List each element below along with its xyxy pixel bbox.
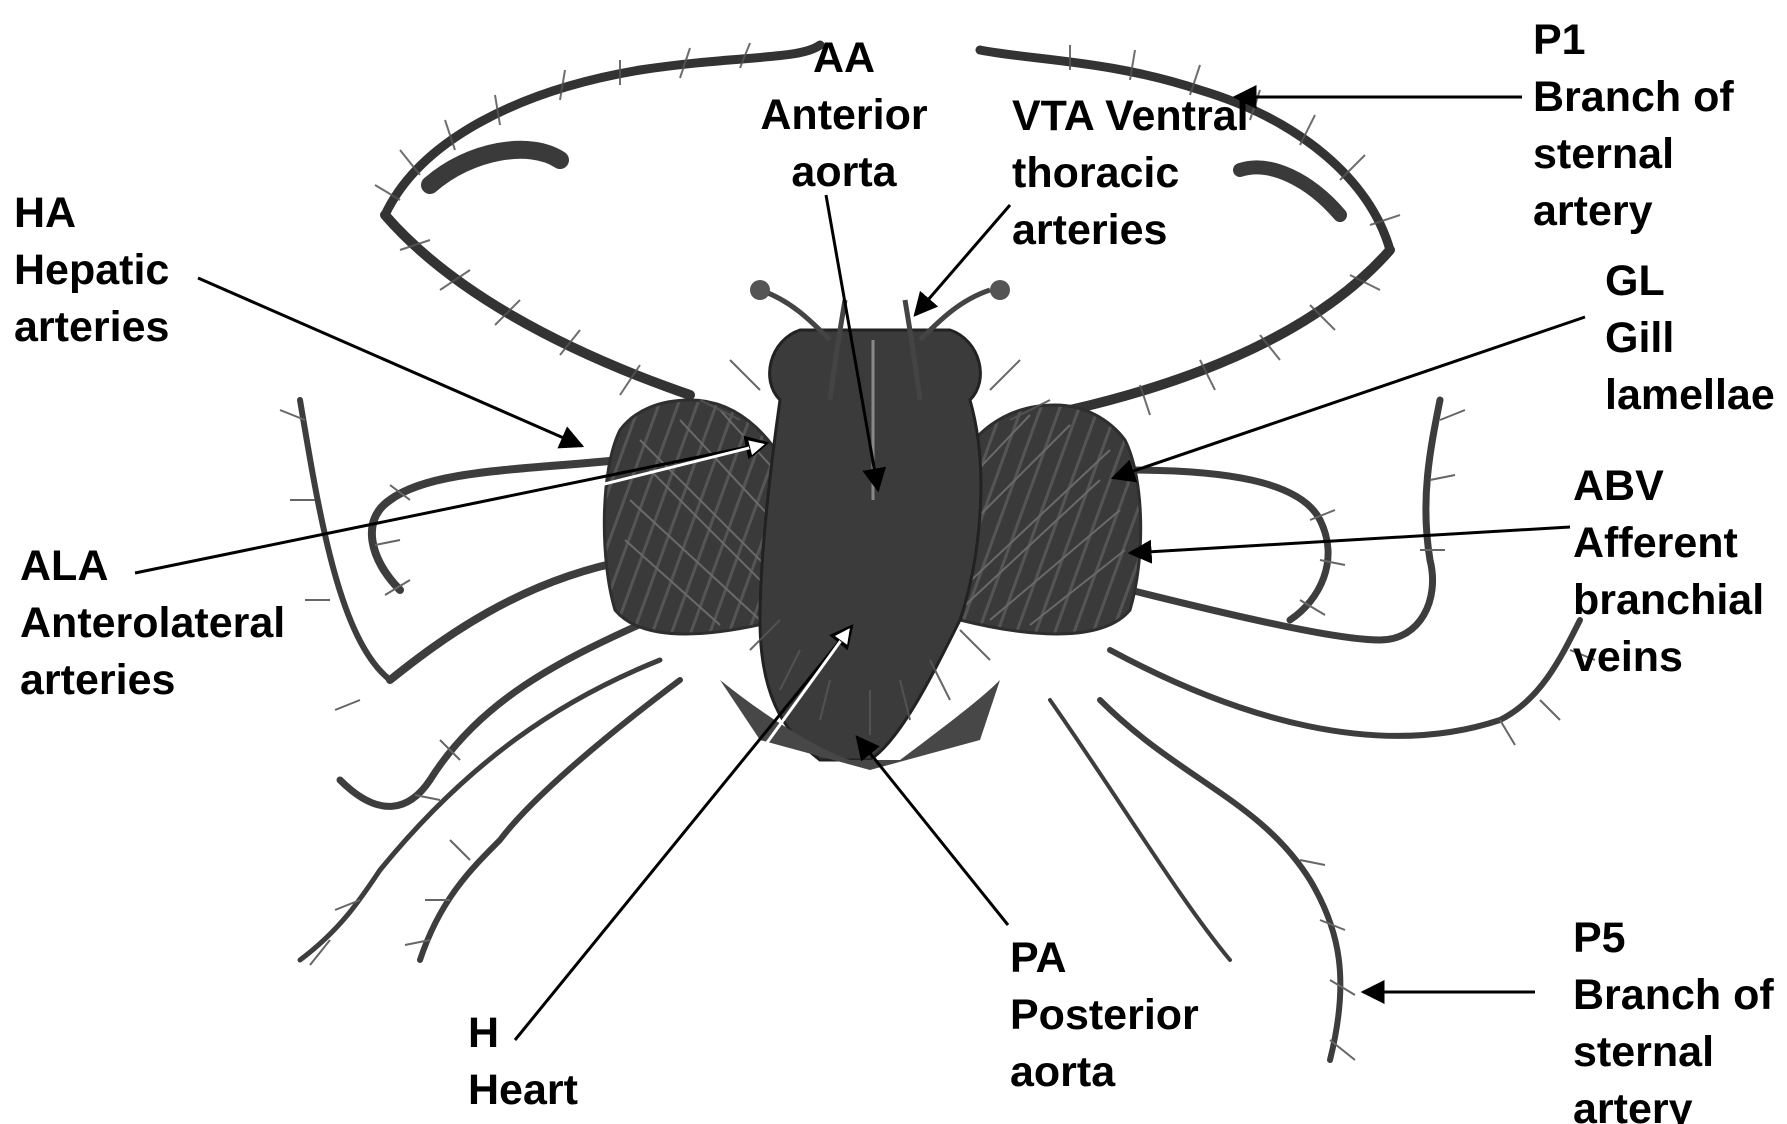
label-p5-line3: artery (1573, 1081, 1774, 1124)
label-ala-code: ALA (20, 538, 285, 595)
label-p1-line2: sternal (1533, 126, 1734, 183)
label-abv-code: ABV (1573, 458, 1764, 515)
label-gl: GL Gill lamellae (1605, 253, 1775, 424)
arrow-pa (857, 737, 1008, 925)
label-p1: P1 Branch of sternal artery (1533, 12, 1734, 240)
label-vta-line3: arteries (1012, 202, 1249, 259)
label-ha-line1: Hepatic (14, 242, 169, 299)
label-aa-code: AA (744, 30, 944, 87)
label-pa: PA Posterior aorta (1010, 930, 1199, 1101)
central-body-core (720, 280, 1010, 770)
label-h-code: H (468, 1005, 578, 1062)
label-gl-line1: Gill (1605, 310, 1775, 367)
label-ala-line1: Anterolateral (20, 595, 285, 652)
label-ala: ALA Anterolateral arteries (20, 538, 285, 709)
label-ha-line2: arteries (14, 299, 169, 356)
label-p1-line1: Branch of (1533, 69, 1734, 126)
label-p5: P5 Branch of sternal artery (1573, 910, 1774, 1124)
label-gl-code: GL (1605, 253, 1775, 310)
label-abv-line1: Afferent (1573, 515, 1764, 572)
label-vta-line1: VTA Ventral (1012, 88, 1249, 145)
label-pa-line2: aorta (1010, 1044, 1199, 1101)
label-pa-line1: Posterior (1010, 987, 1199, 1044)
arrow-gl (1113, 317, 1585, 478)
label-p1-line3: artery (1533, 183, 1734, 240)
label-p1-code: P1 (1533, 12, 1734, 69)
arrow-abv (1130, 527, 1570, 553)
label-abv-line2: branchial (1573, 572, 1764, 629)
label-p5-code: P5 (1573, 910, 1774, 967)
label-ala-line2: arteries (20, 652, 285, 709)
label-abv: ABV Afferent branchial veins (1573, 458, 1764, 686)
label-pa-code: PA (1010, 930, 1199, 987)
arrow-h (515, 626, 852, 1040)
label-ha: HA Hepatic arteries (14, 185, 169, 356)
arrow-ha (198, 278, 582, 446)
label-gl-line2: lamellae (1605, 367, 1775, 424)
label-p5-line2: sternal (1573, 1024, 1774, 1081)
label-aa-name2: aorta (744, 144, 944, 201)
label-h-line1: Heart (468, 1062, 578, 1119)
label-vta-line2: thoracic (1012, 145, 1249, 202)
label-p5-line1: Branch of (1573, 967, 1774, 1024)
label-abv-line3: veins (1573, 629, 1764, 686)
label-aa: AA Anterior aorta (744, 30, 944, 201)
label-ha-code: HA (14, 185, 169, 242)
label-vta: VTA Ventral thoracic arteries (1012, 88, 1249, 259)
label-aa-name1: Anterior (744, 87, 944, 144)
label-h: H Heart (468, 1005, 578, 1119)
